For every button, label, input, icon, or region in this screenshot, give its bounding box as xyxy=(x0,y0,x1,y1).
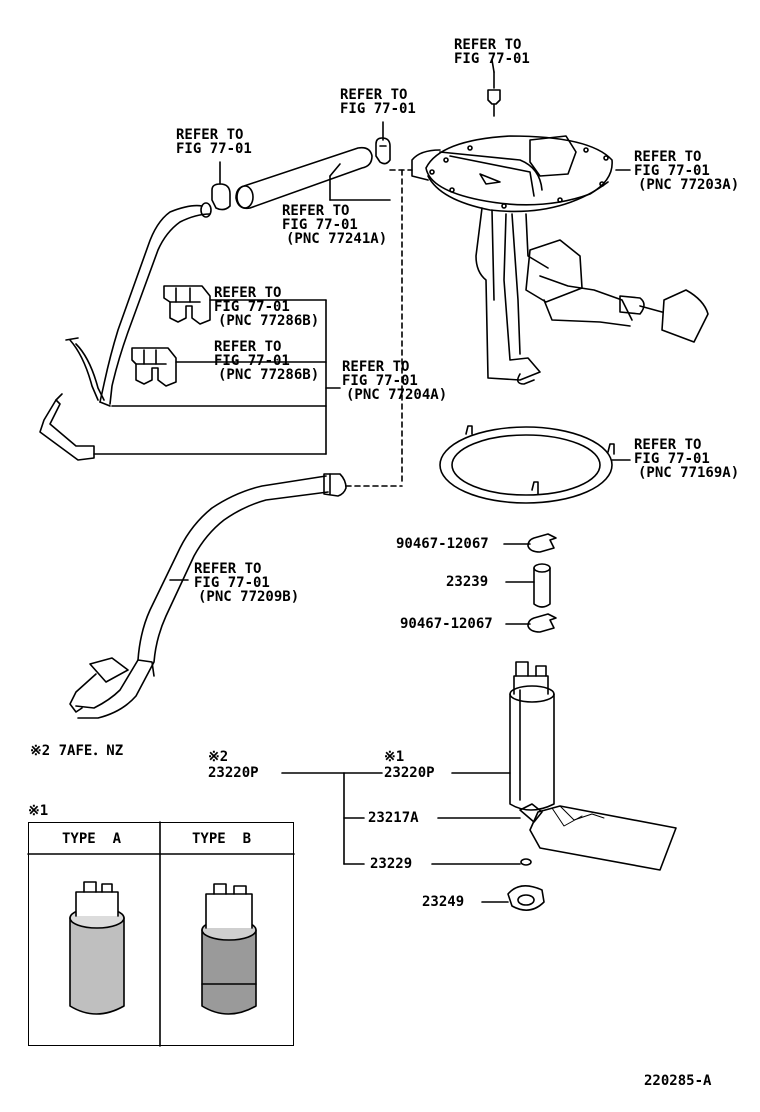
type-comparison-box xyxy=(28,822,294,1046)
type-a-pump-image xyxy=(69,881,125,1015)
leader-group-left xyxy=(93,299,341,455)
pump-note-marker: ※1 xyxy=(384,749,405,765)
refer-label-pump-3: (PNC 77203A) xyxy=(638,177,740,193)
refer-label-clip-2: FIG 77-01 xyxy=(340,101,416,117)
part-number-hose: 23239 xyxy=(446,574,489,590)
refer-label-pump-2: FIG 77-01 xyxy=(634,163,710,179)
refer-label-clamp2-2: FIG 77-01 xyxy=(214,353,290,369)
type-b-label: TYPE B xyxy=(192,831,252,847)
part-number-filter: 23217A xyxy=(368,810,419,826)
refer-label-leftclip-1: REFER TO xyxy=(176,127,244,143)
gasket-part xyxy=(439,425,631,504)
clip-lower-part xyxy=(527,613,557,633)
clamp-part-1 xyxy=(163,285,211,325)
type-b-pump-image xyxy=(201,883,257,1015)
fuel-pipe-part xyxy=(69,473,347,719)
assembly-leaders xyxy=(281,772,521,903)
refer-label-pipe-2: FIG 77-01 xyxy=(194,575,270,591)
refer-label-clamp2-1: REFER TO xyxy=(214,339,282,355)
refer-label-tube-2: FIG 77-01 xyxy=(342,373,418,389)
washer-part xyxy=(520,858,532,866)
cushion-part xyxy=(507,885,545,911)
short-hose-part xyxy=(533,563,551,608)
fuel-hose-part xyxy=(235,146,391,210)
part-number-clip-lower: 90467-12067 xyxy=(400,616,493,632)
assy-note-marker: ※2 xyxy=(208,749,229,765)
type-box-lines xyxy=(27,821,295,1047)
refer-label-pump-1: REFER TO xyxy=(634,149,702,165)
refer-label-tube-3: (PNC 77204A) xyxy=(346,387,448,403)
type-a-label: TYPE A xyxy=(62,831,122,847)
part-number-cushion: 23249 xyxy=(422,894,465,910)
refer-label-gasket-2: FIG 77-01 xyxy=(634,451,710,467)
clip-part-top xyxy=(375,121,391,165)
refer-label-clamp1-1: REFER TO xyxy=(214,285,282,301)
clip-part-left xyxy=(211,161,231,211)
refer-label-bolt-1: REFER TO xyxy=(454,37,522,53)
refer-label-pipe-3: (PNC 77209B) xyxy=(198,589,300,605)
part-number-washer: 23229 xyxy=(370,856,413,872)
part-number-pump: 23220P xyxy=(384,765,435,781)
refer-label-hose-1: REFER TO xyxy=(282,203,350,219)
note-1-marker: ※1 xyxy=(28,803,49,819)
refer-label-gasket-3: (PNC 77169A) xyxy=(638,465,740,481)
fuel-pump-part xyxy=(509,661,555,811)
refer-label-pipe-1: REFER TO xyxy=(194,561,262,577)
part-number-clip-upper: 90467-12067 xyxy=(396,536,489,552)
refer-label-leftclip-2: FIG 77-01 xyxy=(176,141,252,157)
part-number-assy: 23220P xyxy=(208,765,259,781)
note-2: ※2 7AFE．NZ xyxy=(30,743,124,759)
fuel-tube-part xyxy=(65,202,212,407)
refer-label-clamp1-3: (PNC 77286B) xyxy=(218,313,320,329)
refer-label-hose-2: FIG 77-01 xyxy=(282,217,358,233)
leaders-right xyxy=(503,543,535,625)
refer-label-clip-1: REFER TO xyxy=(340,87,408,103)
dashed-connectors xyxy=(345,169,413,487)
fuel-filter-part xyxy=(519,803,677,871)
clamp-part-2 xyxy=(131,347,177,387)
refer-label-hose-3: (PNC 77241A) xyxy=(286,231,388,247)
pump-sender-assembly xyxy=(411,59,709,385)
refer-label-gasket-1: REFER TO xyxy=(634,437,702,453)
refer-label-bolt-2: FIG 77-01 xyxy=(454,51,530,67)
refer-label-tube-1: REFER TO xyxy=(342,359,410,375)
bracket-part xyxy=(39,393,95,461)
clip-upper-part xyxy=(527,533,557,553)
refer-label-clamp2-3: (PNC 77286B) xyxy=(218,367,320,383)
refer-label-clamp1-2: FIG 77-01 xyxy=(214,299,290,315)
bolt-part xyxy=(487,71,501,117)
figure-code: 220285-A xyxy=(644,1073,712,1089)
